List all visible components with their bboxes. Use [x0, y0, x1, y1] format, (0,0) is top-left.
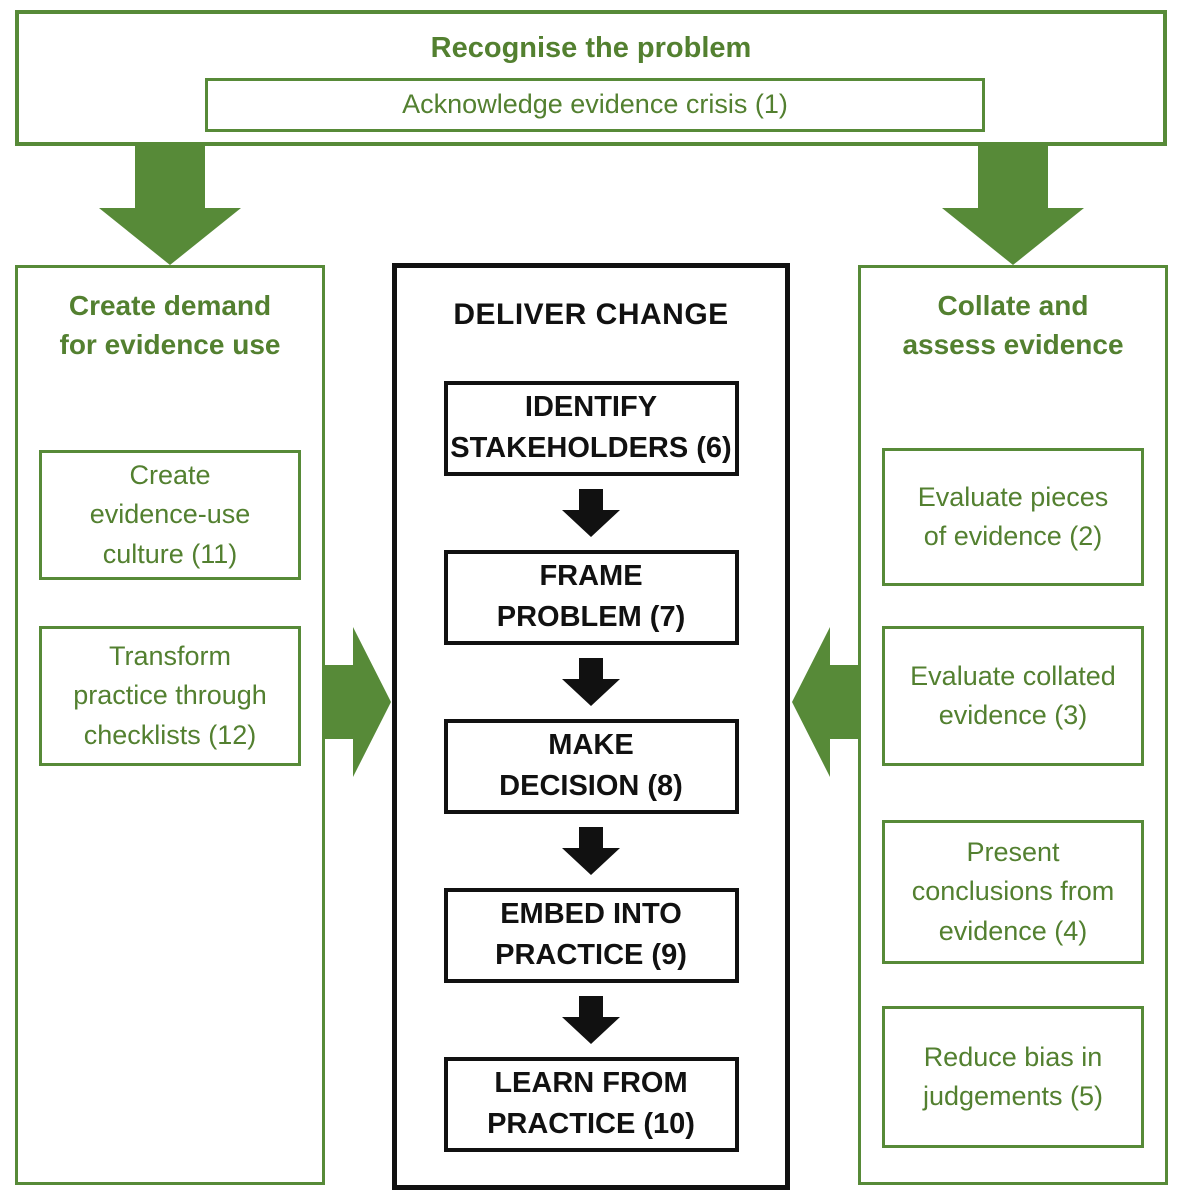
- panel-deliver-change-title: DELIVER CHANGE: [453, 298, 729, 331]
- step-label: Evaluate pieces of evidence (2): [917, 481, 1109, 551]
- step-learn-from-practice: LEARN FROM PRACTICE (10): [443, 1056, 739, 1152]
- step-create-evidence-use-culture: Create evidence-use culture (11): [39, 450, 301, 580]
- step-label: Reduce bias in judgements (5): [922, 1041, 1104, 1111]
- left-arrow-icon: [792, 627, 860, 777]
- down-arrow-icon: [562, 488, 620, 537]
- step-label: EMBED INTO PRACTICE (9): [495, 897, 687, 971]
- step-present-conclusions-evidence: Present conclusions from evidence (4): [882, 820, 1144, 964]
- panel-collate-assess: Collate and assess evidence Evaluate pie…: [858, 265, 1168, 1185]
- step-label: LEARN FROM PRACTICE (10): [487, 1066, 695, 1140]
- down-arrow-icon: [562, 826, 620, 875]
- panel-create-demand: Create demand for evidence use Create ev…: [15, 265, 325, 1185]
- step-evaluate-collated-evidence: Evaluate collated evidence (3): [882, 626, 1144, 766]
- step-frame-problem: FRAME PROBLEM (7): [443, 549, 739, 645]
- step-label: IDENTIFY STAKEHOLDERS (6): [450, 390, 732, 464]
- step-label: Create evidence-use culture (11): [89, 460, 251, 569]
- step-transform-practice-checklists: Transform practice through checklists (1…: [39, 626, 301, 766]
- down-arrow-icon: [942, 146, 1084, 265]
- panel-recognise-problem: Recognise the problem Acknowledge eviden…: [15, 10, 1167, 146]
- step-make-decision: MAKE DECISION (8): [443, 718, 739, 814]
- step-label: Evaluate collated evidence (3): [910, 660, 1116, 730]
- panel-create-demand-title: Create demand for evidence use: [59, 290, 281, 361]
- right-arrow-icon: [323, 627, 391, 777]
- step-evaluate-pieces-evidence: Evaluate pieces of evidence (2): [882, 448, 1144, 586]
- panel-collate-assess-title: Collate and assess evidence: [902, 290, 1124, 361]
- step-reduce-bias-judgements: Reduce bias in judgements (5): [882, 1006, 1144, 1148]
- step-identify-stakeholders: IDENTIFY STAKEHOLDERS (6): [443, 380, 739, 476]
- step-label: MAKE DECISION (8): [499, 728, 683, 802]
- step-acknowledge-evidence-crisis: Acknowledge evidence crisis (1): [205, 78, 985, 132]
- panel-deliver-change: DELIVER CHANGE IDENTIFY STAKEHOLDERS (6)…: [392, 263, 790, 1190]
- panel-recognise-title: Recognise the problem: [430, 32, 752, 64]
- step-label: Transform practice through checklists (1…: [73, 641, 267, 750]
- step-label: Present conclusions from evidence (4): [911, 837, 1115, 946]
- step-label: FRAME PROBLEM (7): [496, 559, 686, 633]
- down-arrow-icon: [99, 146, 241, 265]
- step-label: Acknowledge evidence crisis (1): [402, 89, 788, 120]
- step-embed-into-practice: EMBED INTO PRACTICE (9): [443, 887, 739, 983]
- down-arrow-icon: [562, 995, 620, 1044]
- down-arrow-icon: [562, 657, 620, 706]
